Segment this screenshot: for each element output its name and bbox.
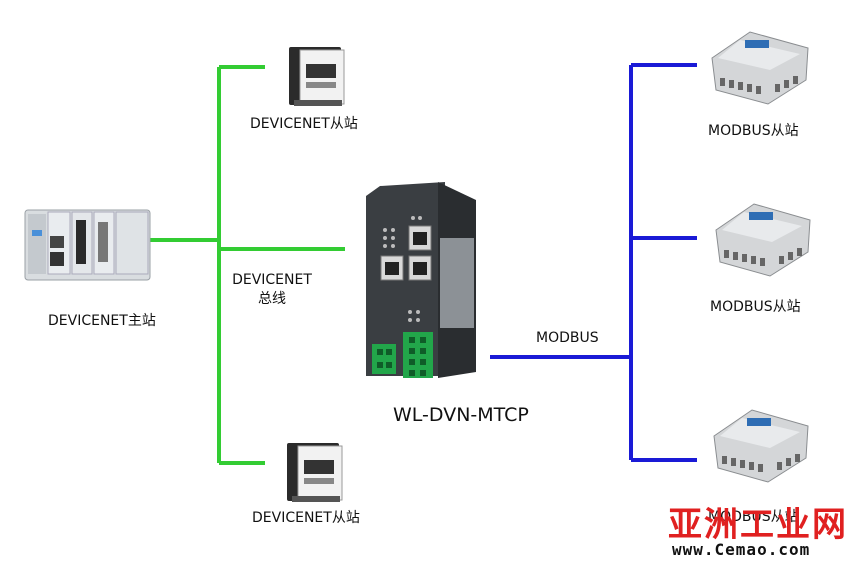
master-label: DEVICENET主站 xyxy=(48,313,156,329)
devicenet-bus-label-line2: 总线 xyxy=(258,291,286,307)
devicenet-slave-bottom-label: DEVICENET从站 xyxy=(252,510,360,526)
modbus-slave-device-1 xyxy=(711,31,809,105)
devicenet-slave-device-top xyxy=(289,47,345,106)
devicenet-slave-device-bottom xyxy=(287,443,343,502)
watermark-site-url: www.Cemao.com xyxy=(672,540,811,559)
modbus-slave-label-2: MODBUS从站 xyxy=(710,299,801,315)
devicenet-bus-label: DEVICENET 总线 xyxy=(226,272,318,308)
modbus-slave-device-2 xyxy=(715,203,811,277)
modbus-slave-label-3: MODBUS从站 xyxy=(708,509,799,525)
devicenet-bus-label-line1: DEVICENET xyxy=(232,272,312,288)
modbus-bus xyxy=(490,63,697,462)
plc-master-device xyxy=(24,209,151,281)
watermark-site-name: 亚洲工业网 xyxy=(668,505,848,545)
gateway-model-label: WL-DVN-MTCP xyxy=(393,404,529,426)
devicenet-bus xyxy=(150,65,345,465)
modbus-slave-device-3 xyxy=(713,409,809,483)
devicenet-slave-top-label: DEVICENET从站 xyxy=(250,116,358,132)
modbus-bus-label: MODBUS xyxy=(536,330,599,346)
modbus-slave-label-1: MODBUS从站 xyxy=(708,123,799,139)
gateway-device xyxy=(366,182,476,378)
